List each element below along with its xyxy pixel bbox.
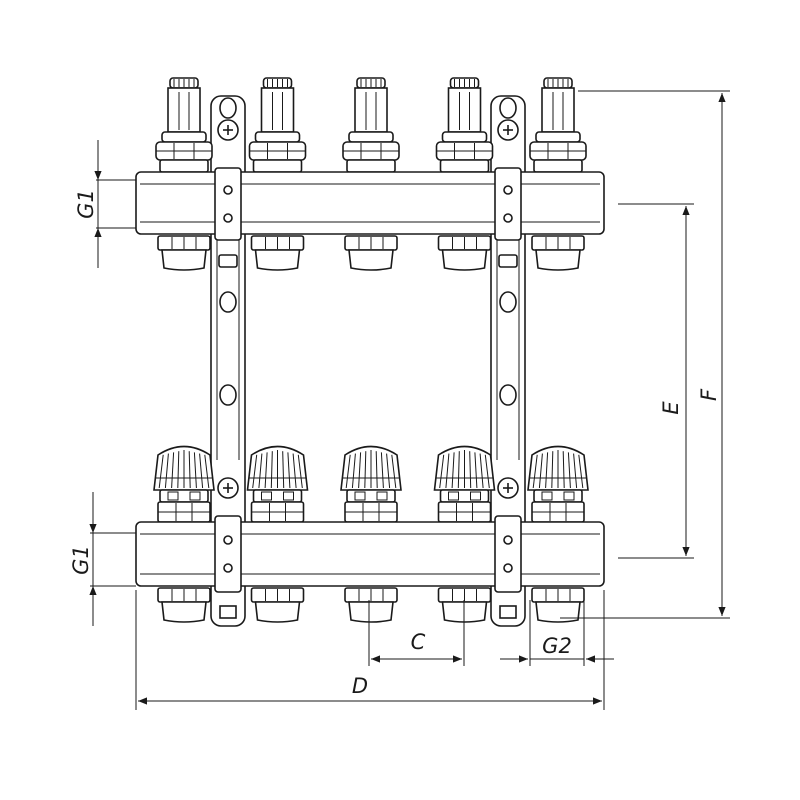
label-g1-bottom: G1 <box>69 545 93 575</box>
label-f: F <box>697 388 721 401</box>
bracket-slot <box>498 254 518 268</box>
mounting-hole <box>219 384 237 406</box>
upper-flow-meters <box>155 77 587 173</box>
clamp-screw <box>503 185 513 195</box>
clamp-screw <box>503 563 513 573</box>
bracket-clamps <box>214 119 522 593</box>
lower-valve-knobs <box>153 445 589 523</box>
clamp-screw <box>223 535 233 545</box>
outlet-nut <box>157 235 211 271</box>
phillips-screw-icon <box>497 119 519 141</box>
outlet-nut <box>531 235 585 271</box>
clamp-screw <box>503 535 513 545</box>
phillips-screw-icon <box>217 477 239 499</box>
bracket-clamp <box>494 477 522 593</box>
valve-knob <box>153 445 215 523</box>
flow-meter <box>529 77 587 173</box>
mounting-hole <box>219 97 237 119</box>
flow-meter <box>155 77 213 173</box>
dimension-g1-bottom: G1 <box>69 492 136 626</box>
label-g1-top: G1 <box>74 189 98 219</box>
clamp-screw <box>503 213 513 223</box>
mounting-hole <box>499 291 517 313</box>
label-g2: G2 <box>542 634 572 658</box>
dimension-g2: G2 <box>500 600 614 666</box>
label-c: C <box>411 630 426 654</box>
clamp-screw <box>223 185 233 195</box>
outlet-nut <box>250 235 305 271</box>
dimension-g1-top: G1 <box>74 140 136 268</box>
dimension-f: F <box>560 90 730 619</box>
mounting-hole <box>219 291 237 313</box>
label-e: E <box>659 401 683 415</box>
outlet-nut <box>531 587 585 623</box>
flow-meter <box>248 77 307 173</box>
dimension-c: C <box>368 600 465 666</box>
phillips-screw-icon <box>497 477 519 499</box>
mounting-hole <box>499 97 517 119</box>
outlet-nut <box>344 235 398 271</box>
dimension-d: D <box>135 590 605 710</box>
bracket-tab <box>499 605 517 619</box>
outlet-nut <box>344 587 398 623</box>
valve-knob <box>527 445 589 523</box>
clamp-screw <box>223 563 233 573</box>
outlet-nut <box>437 235 492 271</box>
outlet-nut <box>157 587 211 623</box>
valve-knob <box>246 445 309 523</box>
lower-manifold-bar <box>135 521 605 587</box>
clamp-screw <box>223 213 233 223</box>
phillips-screw-icon <box>217 119 239 141</box>
mounting-hole <box>499 384 517 406</box>
flow-meter <box>435 77 494 173</box>
bracket-clamp <box>494 119 522 241</box>
bracket-clamp <box>214 477 242 593</box>
upper-manifold-bar <box>135 171 605 235</box>
upper-outlet-nuts <box>157 235 585 271</box>
flow-meter <box>342 77 400 173</box>
bracket-slot <box>218 254 238 268</box>
valve-knob <box>433 445 496 523</box>
dimension-e: E <box>618 203 694 559</box>
bracket-tab <box>219 605 237 619</box>
label-d: D <box>352 674 368 698</box>
outlet-nut <box>250 587 305 623</box>
bracket-clamp <box>214 119 242 241</box>
valve-knob <box>340 445 402 523</box>
